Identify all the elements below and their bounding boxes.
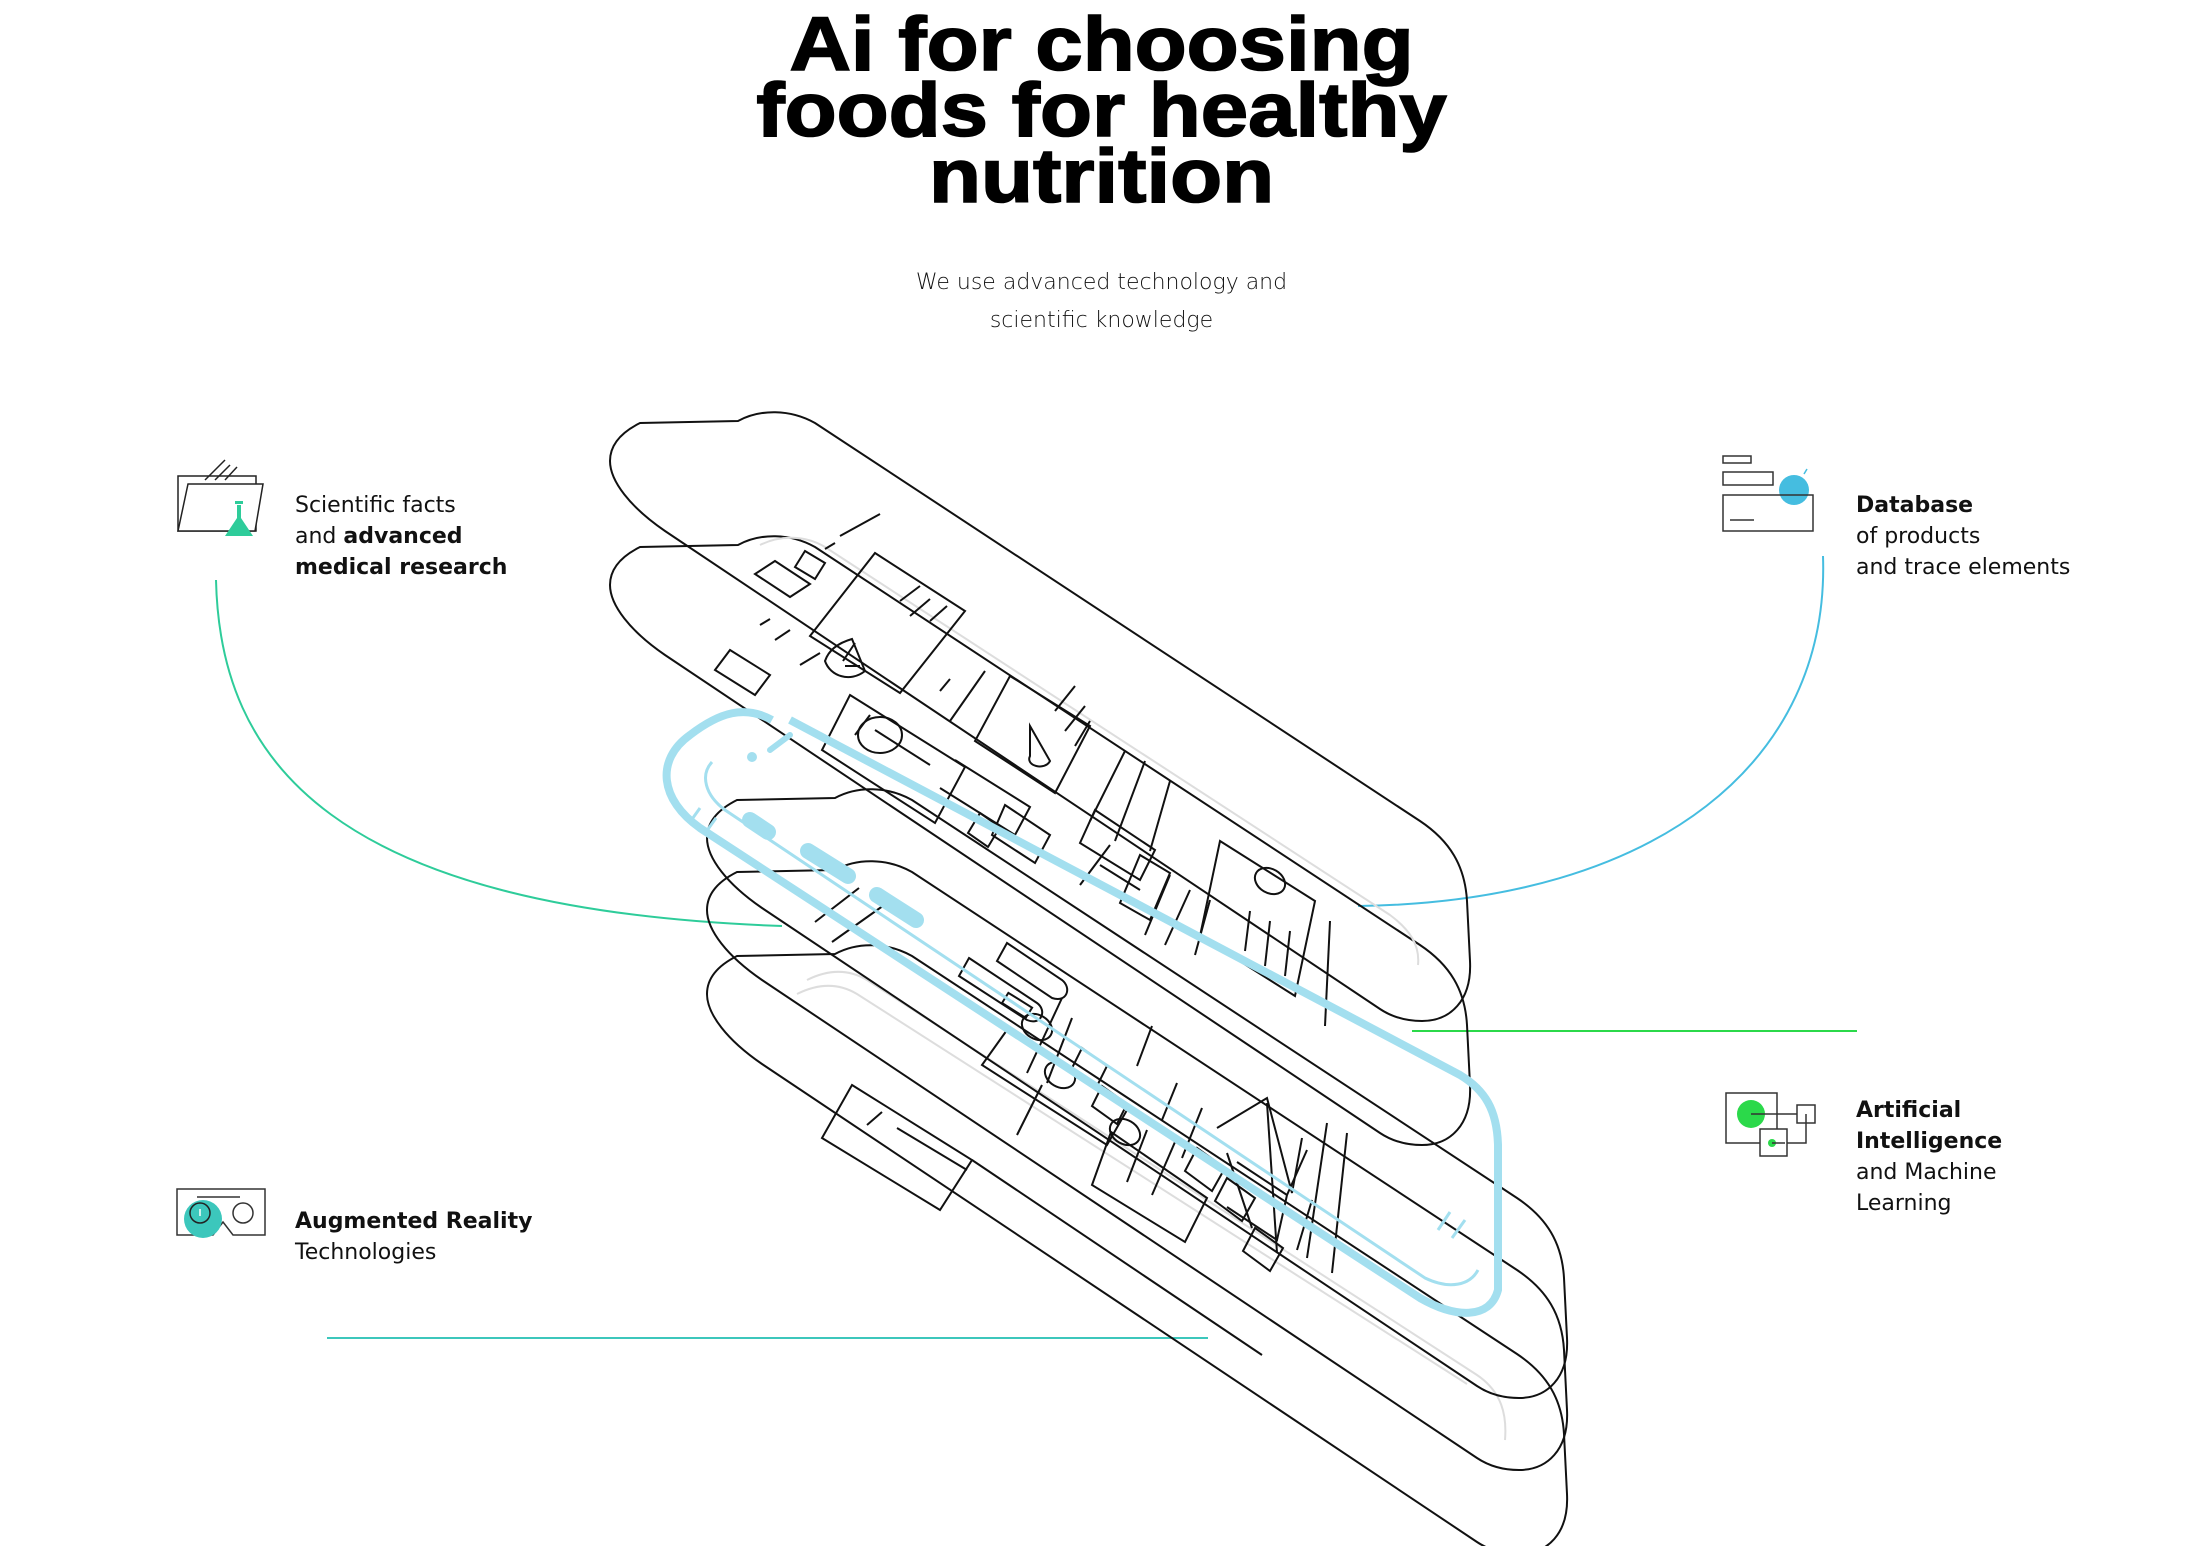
phone-outline [662,708,1502,1317]
feature-ai-line-1: Artificial [1856,1098,1962,1123]
page-subtitle: We use advanced technology and scientifi… [0,264,2203,340]
vr-headset-icon [175,1187,270,1247]
title-line-2: foods for healthy [755,68,1447,153]
feature-ai-line-4: Learning [1856,1191,1952,1216]
connector-database [1357,555,1825,907]
title-line-3: nutrition [928,134,1275,219]
feature-ai-line-2: Intelligence [1856,1129,2003,1154]
feature-science: Scientific facts and advanced medical re… [295,490,507,583]
feature-database-line-3: and trace elements [1856,555,2071,580]
feature-ai: Artificial Intelligence and Machine Lear… [1856,1095,2002,1219]
slab-layer-3 [706,788,1569,1399]
subtitle-line-1: We use advanced technology and [915,270,1288,295]
feature-science-line-2: and advanced [295,524,463,549]
feature-ai-line-3: and Machine [1856,1160,1997,1185]
slab-layer-4 [706,860,1569,1471]
feature-ar: Augmented Reality Technologies [295,1206,532,1268]
slab-layer-5 [706,944,1569,1546]
connector-science [215,579,783,927]
feature-science-line-3: medical research [295,555,508,580]
slab-layer-2 [609,535,1472,1146]
slab-layer-1 [609,411,1472,1027]
feature-ar-line-2: Technologies [295,1240,437,1265]
feature-ar-line-1: Augmented Reality [295,1209,533,1234]
database-icon [1722,454,1817,534]
feature-database: Database of products and trace elements [1856,490,2070,583]
feature-science-line-1: Scientific facts [295,493,456,518]
feature-database-line-1: Database [1856,493,1974,518]
title-line-1: Ai for choosing [789,2,1415,87]
folder-flask-icon [175,455,270,540]
feature-database-line-2: of products [1856,524,1981,549]
page-title: Ai for choosing foods for healthy nutrit… [0,2,2203,219]
subtitle-line-2: scientific knowledge [989,308,1214,333]
ai-network-icon [1725,1092,1820,1162]
